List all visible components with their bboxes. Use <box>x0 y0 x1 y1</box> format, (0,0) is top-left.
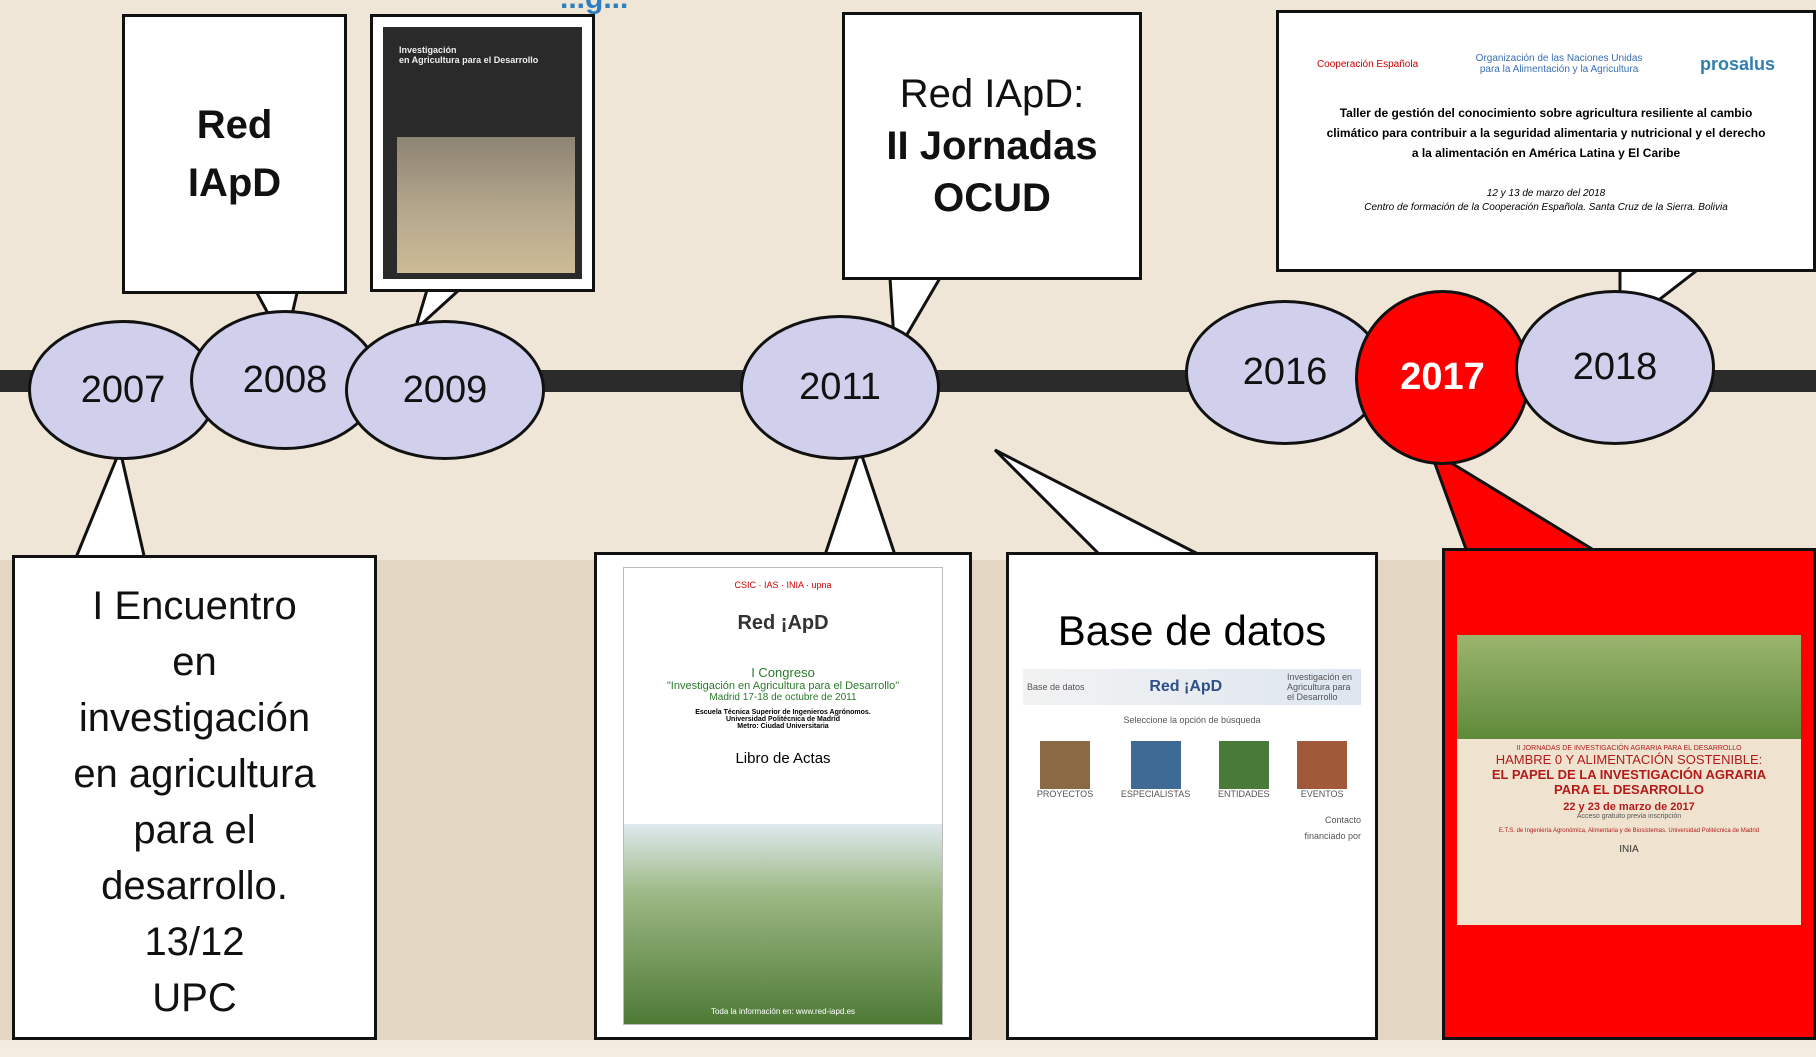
db-option-thumb <box>1297 741 1348 789</box>
callout-red-iapd-2008: Red IApD <box>122 14 347 294</box>
db-option-label: PROYECTOS <box>1036 789 1094 799</box>
db-small-right: Investigación en Agricultura para el Des… <box>1287 672 1353 702</box>
congreso-venue: Escuela Técnica Superior de Ingenieros A… <box>695 709 871 716</box>
callout-encuentro-2007: I Encuentro en investigación en agricult… <box>12 555 377 1040</box>
taller-line: climático para contribuir a la seguridad… <box>1326 126 1766 140</box>
book-title-line2: en Agricultura para el Desarrollo <box>399 55 539 65</box>
db-prompt: Seleccione la opción de búsqueda <box>1123 715 1261 725</box>
book-title-line1: Investigación <box>399 45 457 55</box>
year-2011: 2011 <box>740 315 940 460</box>
db-option-thumb <box>1130 741 1181 789</box>
db-option-thumb <box>1218 741 1269 789</box>
jornadas-2017-pre: II JORNADAS DE INVESTIGACIÓN AGRARIA PAR… <box>1516 745 1742 752</box>
jornadas-2017-photo <box>1457 635 1801 739</box>
taller-line: Taller de gestión del conocimiento sobre… <box>1339 106 1753 120</box>
taller-date: 12 y 13 de marzo del 2018 <box>1486 188 1606 199</box>
year-2007: 2007 <box>28 320 218 460</box>
db-options: PROYECTOS ESPECIALISTAS ENTIDADES EVENTO… <box>1023 741 1361 799</box>
callout-base-datos: Base de datos Base de datos Red ¡ApD Inv… <box>1006 552 1378 1040</box>
db-option-label: ENTIDADES <box>1217 789 1270 799</box>
callout-book-2009: Investigación en Agricultura para el Des… <box>370 14 595 292</box>
congreso-date: Madrid 17-18 de octubre de 2011 <box>709 692 857 703</box>
base-datos-heading: Base de datos <box>1057 607 1327 654</box>
year-2017-highlight: 2017 <box>1355 290 1530 465</box>
congreso-venue: Universidad Politécnica de Madrid <box>726 716 840 723</box>
year-2009: 2009 <box>345 320 545 460</box>
callout-line: para el <box>133 808 256 852</box>
jornadas-2017-title2: EL PAPEL DE LA INVESTIGACIÓN AGRARIA <box>1491 767 1767 782</box>
db-brand: Red ¡ApD <box>1149 678 1223 695</box>
jornadas-2017-venue: E.T.S. de Ingeniería Agronómica, Aliment… <box>1498 828 1760 834</box>
callout-line: I Encuentro <box>92 584 297 628</box>
db-option[interactable]: ENTIDADES <box>1217 741 1270 799</box>
jornadas-2017-date: 22 y 23 de marzo de 2017 <box>1563 801 1695 813</box>
taller-line: a la alimentación en América Latina y El… <box>1411 146 1681 160</box>
db-option[interactable]: PROYECTOS <box>1037 741 1093 799</box>
congreso-footer: Toda la información en: www.red-iapd.es <box>710 1007 856 1016</box>
book-cover: Investigación en Agricultura para el Des… <box>383 27 582 279</box>
callout-jornadas-2017: II JORNADAS DE INVESTIGACIÓN AGRARIA PAR… <box>1442 548 1816 1040</box>
congreso-venue: Metro: Ciudad Universitaria <box>737 723 829 730</box>
callout-line: investigación <box>78 696 311 740</box>
db-option[interactable]: ESPECIALISTAS <box>1121 741 1190 799</box>
congreso-brand: Red ¡ApD <box>737 612 829 634</box>
db-financiado: financiado por <box>1304 831 1361 841</box>
callout-line: en agricultura <box>73 752 316 796</box>
db-header: Base de datos Red ¡ApD Investigación en … <box>1023 669 1361 705</box>
congreso-poster: CSIC · IAS · INIA · upna Red ¡ApD I Cong… <box>623 567 943 1025</box>
callout-line: Red IApD: <box>899 72 1085 116</box>
cooperacion-logo: Cooperación Española <box>1316 58 1419 70</box>
year-2018: 2018 <box>1515 290 1715 445</box>
db-contacto[interactable]: Contacto <box>1324 815 1361 825</box>
jornadas-2017-title3: PARA EL DESARROLLO <box>1554 782 1704 797</box>
db-small-left: Base de datos <box>1027 682 1085 692</box>
callout-line: II Jornadas <box>886 124 1098 168</box>
callout-line: IApD <box>187 161 282 205</box>
callout-line: Red <box>196 103 273 147</box>
callout-line: OCUD <box>933 176 1051 220</box>
callout-line: UPC <box>152 976 237 1020</box>
inia-logo: INIA <box>1619 844 1639 855</box>
callout-line: desarrollo. <box>101 864 288 908</box>
db-option-thumb <box>1040 741 1091 789</box>
jornadas-2017-access: Acceso gratuito previa inscripción <box>1576 813 1682 820</box>
book-photo <box>397 137 575 273</box>
taller-place: Centro de formación de la Cooperación Es… <box>1364 202 1728 213</box>
callout-taller-2018: Cooperación Española Organización de las… <box>1276 10 1816 272</box>
congreso-logos: CSIC · IAS · INIA · upna <box>734 580 832 590</box>
db-option[interactable]: EVENTOS <box>1297 741 1348 799</box>
callout-line: 13/12 <box>144 920 245 964</box>
jornadas-2017-poster: II JORNADAS DE INVESTIGACIÓN AGRARIA PAR… <box>1457 635 1801 925</box>
congreso-subtitle: "Investigación en Agricultura para el De… <box>666 680 900 692</box>
db-option-label: EVENTOS <box>1300 789 1344 799</box>
taller-logos: Cooperación Española Organización de las… <box>1289 53 1803 75</box>
congreso-actas: Libro de Actas <box>735 750 831 767</box>
callout-line: en <box>172 640 217 684</box>
page-title-fragment: ...g... <box>560 0 628 15</box>
callout-jornadas-2011: Red IApD: II Jornadas OCUD <box>842 12 1142 280</box>
jornadas-2017-title1: HAMBRE 0 Y ALIMENTACIÓN SOSTENIBLE: <box>1495 752 1763 767</box>
congreso-field-photo <box>624 824 942 1024</box>
callout-congreso-2011: CSIC · IAS · INIA · upna Red ¡ApD I Cong… <box>594 552 972 1040</box>
fao-logo: Organización de las Naciones Unidas para… <box>1475 53 1643 75</box>
db-option-label: ESPECIALISTAS <box>1120 789 1191 799</box>
prosalus-logo: prosalus <box>1699 53 1776 74</box>
congreso-title: I Congreso <box>751 665 815 680</box>
